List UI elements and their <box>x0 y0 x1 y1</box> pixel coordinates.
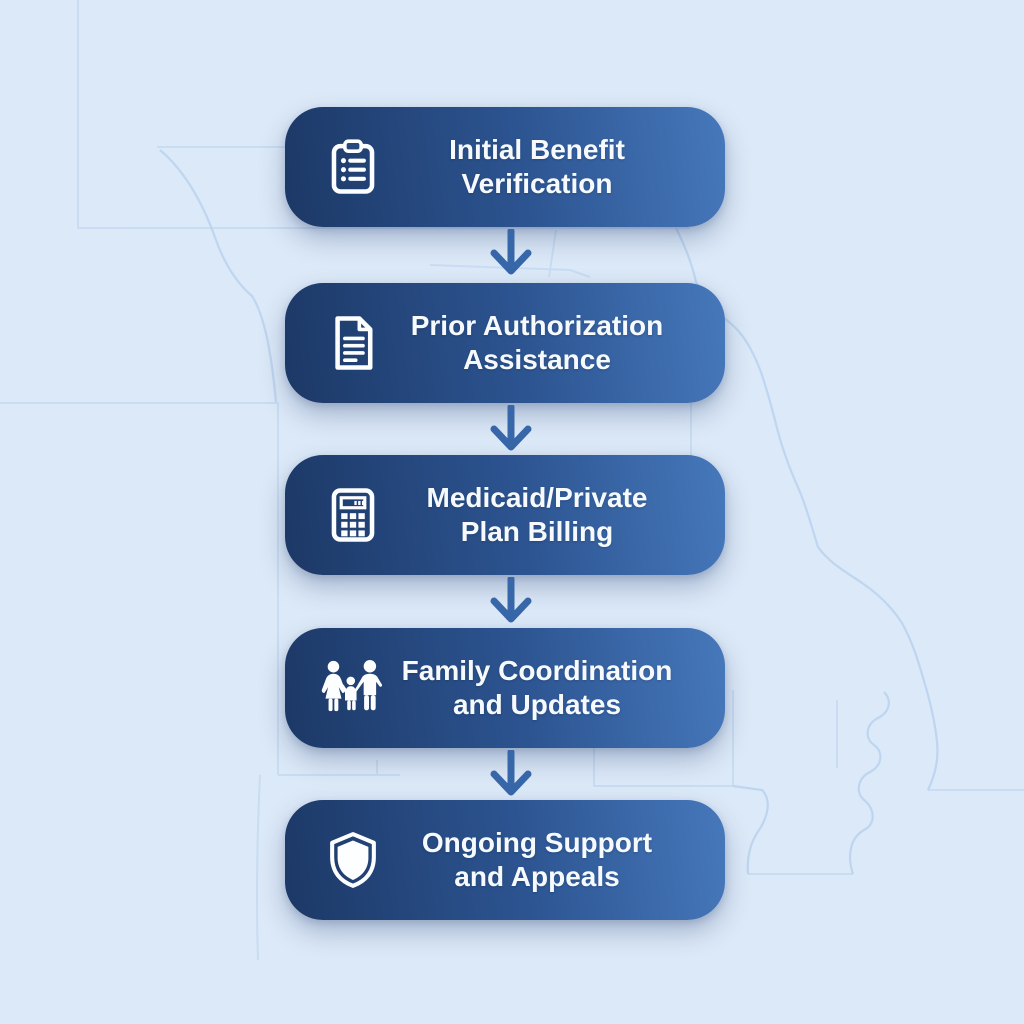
down-arrow-icon <box>490 405 532 451</box>
step-label-line2: Verification <box>461 168 613 199</box>
step-initial-benefit-verification: Initial Benefit Verification <box>285 107 725 227</box>
step-ongoing-support-and-appeals: Ongoing Support and Appeals <box>285 800 725 920</box>
calculator-icon <box>321 483 385 547</box>
step-label-line1: Family Coordination <box>401 655 673 686</box>
family-icon <box>321 656 385 720</box>
step-label: Ongoing Support and Appeals <box>385 826 725 894</box>
step-label-line2: and Appeals <box>454 861 620 892</box>
step-label: Medicaid/Private Plan Billing <box>385 481 725 549</box>
step-family-coordination-and-updates: Family Coordination and Updates <box>285 628 725 748</box>
step-label-line2: and Updates <box>452 689 622 720</box>
document-icon <box>321 311 385 375</box>
step-label-line1: Initial Benefit <box>449 134 625 165</box>
step-label-line1: Ongoing Support <box>421 827 653 858</box>
step-label-line2: Assistance <box>463 344 611 375</box>
step-label-line2: Plan Billing <box>460 516 614 547</box>
county-border-lines <box>0 0 1024 961</box>
down-arrow-icon <box>490 577 532 623</box>
step-label: Initial Benefit Verification <box>385 133 725 201</box>
shield-icon <box>321 828 385 892</box>
step-label: Family Coordination and Updates <box>385 654 725 722</box>
step-prior-authorization-assistance: Prior Authorization Assistance <box>285 283 725 403</box>
step-label: Prior Authorization Assistance <box>385 309 725 377</box>
clipboard-checklist-icon <box>321 135 385 199</box>
down-arrow-icon <box>490 229 532 275</box>
river-border-lines <box>159 149 939 875</box>
step-label-line1: Prior Authorization <box>410 310 664 341</box>
step-medicaid-private-plan-billing: Medicaid/Private Plan Billing <box>285 455 725 575</box>
down-arrow-icon <box>490 750 532 796</box>
step-label-line1: Medicaid/Private <box>426 482 648 513</box>
